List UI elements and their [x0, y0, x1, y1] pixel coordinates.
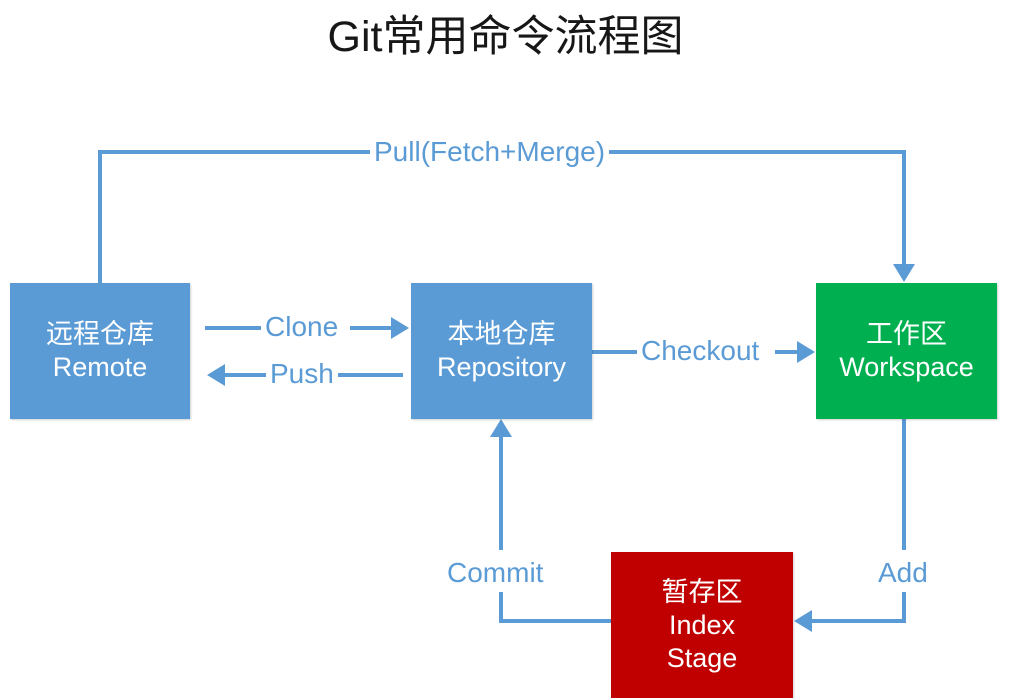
commit-edge-segment-upper [499, 437, 503, 550]
pull-edge-segment-left [98, 150, 102, 285]
push-edge-segment-left [224, 373, 268, 377]
commit-edge-arrowhead [490, 419, 512, 437]
checkout-edge-segment-left [592, 350, 642, 354]
edge-label-clone: Clone [261, 311, 343, 343]
pull-edge-arrowhead [893, 264, 915, 282]
checkout-edge-arrowhead [797, 341, 815, 363]
checkout-edge-segment-right [775, 350, 799, 354]
node-index[interactable]: 暂存区 Index Stage [611, 552, 793, 698]
node-remote[interactable]: 远程仓库 Remote [10, 283, 190, 419]
edge-label-commit: Commit [443, 557, 548, 589]
add-edge-arrowhead [794, 610, 812, 632]
node-index-label-stage: Stage [666, 642, 738, 673]
add-edge-segment-bottom [812, 619, 906, 623]
node-workspace[interactable]: 工作区 Workspace [816, 283, 997, 419]
push-edge-segment-right [338, 373, 403, 377]
node-repository-label-cn: 本地仓库 [447, 319, 556, 349]
add-edge-segment-lower [902, 592, 906, 623]
node-index-label-cn: 暂存区 [661, 576, 743, 607]
push-edge-arrowhead [207, 364, 225, 386]
page-title: Git常用命令流程图 [327, 13, 684, 61]
add-edge-segment-upper [902, 419, 906, 550]
node-remote-label-cn: 远程仓库 [46, 319, 154, 349]
clone-edge-arrowhead [391, 317, 409, 339]
edge-label-push: Push [266, 358, 338, 390]
edge-label-pull: Pull(Fetch+Merge) [370, 136, 610, 168]
pull-edge-segment-right [902, 150, 906, 266]
commit-edge-segment-bottom [499, 619, 613, 623]
commit-edge-segment-lower [499, 592, 503, 620]
node-workspace-label-en: Workspace [839, 352, 974, 382]
node-repository-label-en: Repository [436, 352, 567, 382]
clone-edge-segment-right [350, 326, 393, 330]
node-remote-label-en: Remote [52, 352, 148, 382]
node-index-label-en: Index [668, 609, 736, 640]
clone-edge-segment-left [205, 326, 267, 330]
edge-label-add: Add [874, 557, 932, 589]
node-workspace-label-cn: 工作区 [866, 319, 947, 349]
edge-label-checkout: Checkout [637, 335, 764, 367]
node-repository[interactable]: 本地仓库 Repository [411, 283, 592, 419]
